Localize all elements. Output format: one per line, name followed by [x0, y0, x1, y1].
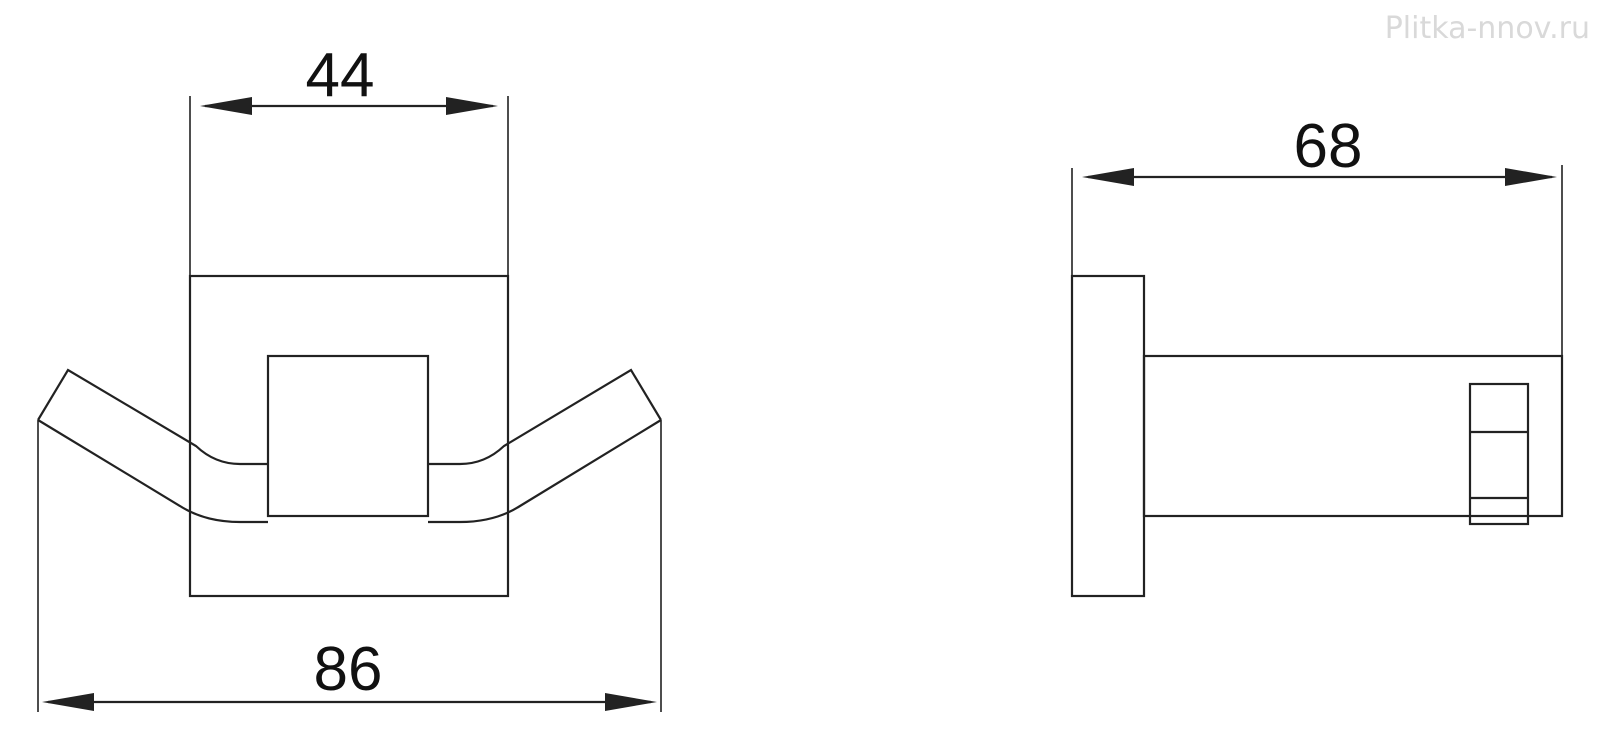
wall-flange [1070, 274, 1146, 598]
arrowhead-left [200, 97, 252, 115]
center-block [266, 354, 430, 518]
dimension-label-68: 68 [1294, 112, 1363, 181]
arm-body [1142, 354, 1564, 518]
hook-tip [1468, 382, 1530, 526]
arrowhead-left [1082, 168, 1134, 186]
arrowhead-right [446, 97, 498, 115]
front-view: 44 86 [37, 41, 662, 712]
side-view: 68 [1070, 112, 1564, 598]
dimension-68: 68 [1082, 112, 1557, 186]
arrowhead-right [605, 693, 657, 711]
dimension-label-44: 44 [306, 41, 375, 110]
back-plate [188, 274, 510, 598]
arrowhead-left [42, 693, 94, 711]
dimension-label-86: 86 [314, 635, 383, 704]
right-hook-arm [428, 368, 662, 524]
dimension-86: 86 [42, 635, 657, 711]
left-hook-arm [37, 368, 268, 524]
watermark-text: Plitka-nnov.ru [1385, 11, 1590, 46]
dimension-44: 44 [200, 41, 498, 115]
arrowhead-right [1505, 168, 1557, 186]
